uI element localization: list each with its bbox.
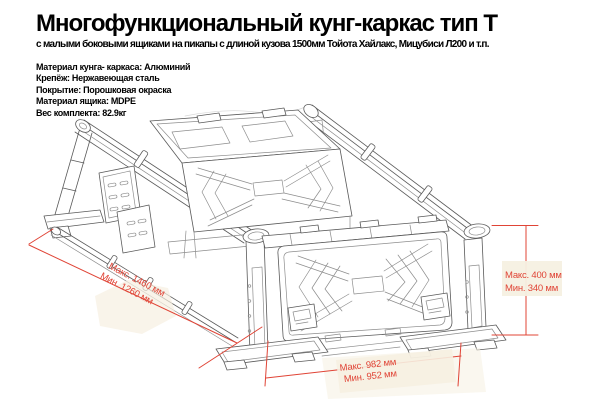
dim-height-min-label: Мин. 340 мм <box>505 283 558 294</box>
post-end-cap <box>463 223 491 239</box>
cross-bar-bracket <box>196 112 222 124</box>
box-latch-left <box>287 303 318 332</box>
rail-collar <box>181 301 193 315</box>
rail-end-cap <box>303 104 319 118</box>
rail-collar <box>106 255 118 269</box>
highlight-patch <box>502 261 562 296</box>
spec-line-weight: Вес комплекта: 82.9кг <box>36 107 127 118</box>
platform-x-pattern <box>195 154 341 227</box>
extension-line <box>457 342 462 387</box>
spec-line-coating: Покрытие: Порошковая окраска <box>36 84 172 95</box>
platform-cutout <box>171 126 231 150</box>
platform-cutout <box>241 120 294 143</box>
highlight-patch <box>95 280 176 334</box>
bed-strip <box>319 340 403 357</box>
dimension-rail-length <box>28 228 263 369</box>
top-platform <box>149 107 353 259</box>
box-lid <box>261 219 450 249</box>
platform-under-frame <box>167 215 351 259</box>
spec-list: Материал кунга- каркаса: Алюминий Крепёж… <box>36 62 191 119</box>
left-a-frame-leg <box>43 127 105 239</box>
page-title: Многофункциональный кунг-каркас тип Т <box>36 10 498 37</box>
box-latch-right <box>420 292 451 321</box>
spec-line-fasteners: Крепёж: Нержавеющая сталь <box>36 73 160 84</box>
rail-collar <box>360 143 376 161</box>
side-box-small <box>98 165 156 254</box>
rail-collar <box>133 150 149 168</box>
rail-end-cap <box>75 119 91 133</box>
rack-frame-drawing <box>43 104 507 371</box>
center-foot-plate <box>215 336 329 371</box>
main-storage-box <box>261 214 453 343</box>
dimension-line <box>28 244 238 344</box>
rail-collar <box>417 185 433 203</box>
right-side-rail <box>302 104 475 240</box>
dim-height-max-label: Макс. 400 мм <box>505 270 562 281</box>
platform-front-face <box>181 148 353 233</box>
extension-line <box>198 326 263 369</box>
dimension-height-labels: Макс. 400 мм Мин. 340 мм <box>505 270 562 294</box>
extension-line <box>28 228 54 245</box>
page-subtitle: с малыми боковыми ящиками на пикапы с дл… <box>36 39 490 50</box>
highlight-patch <box>336 349 456 393</box>
side-box-slots <box>107 180 131 212</box>
box-front-face <box>277 231 453 342</box>
box-center-plate <box>351 275 385 295</box>
extension-line <box>264 340 269 387</box>
spec-line-box-material: Материал ящика: MDPE <box>36 96 136 107</box>
spec-line-material-frame: Материал кунга- каркаса: Алюминий <box>36 62 191 72</box>
side-box-slots <box>126 218 148 238</box>
cross-bar-bracket <box>261 107 287 119</box>
rail-end-cap <box>50 226 62 236</box>
right-corner-post <box>463 223 491 331</box>
